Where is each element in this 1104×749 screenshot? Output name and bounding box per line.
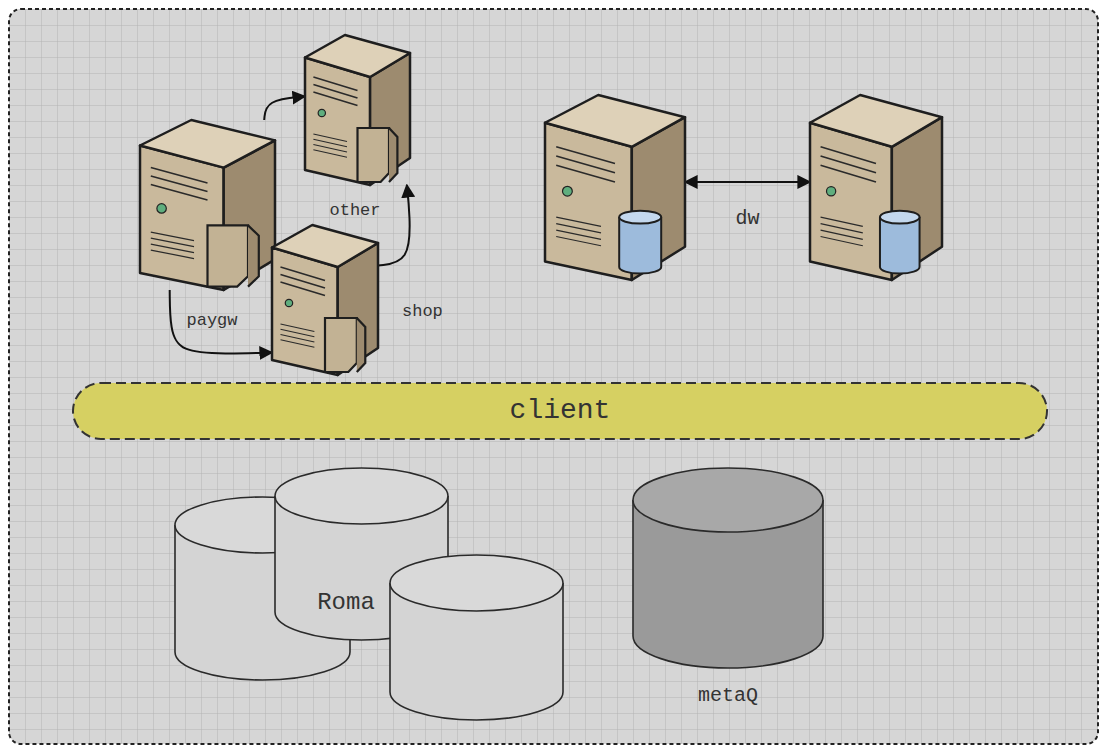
drive-slot xyxy=(280,275,325,289)
queue-top xyxy=(633,468,823,532)
drive-slot xyxy=(821,165,876,182)
power-led xyxy=(157,204,166,213)
server-face xyxy=(305,35,410,77)
band-shape xyxy=(73,383,1047,439)
drive-slot xyxy=(151,185,208,200)
drive-slot xyxy=(280,267,325,281)
connector-arrow xyxy=(170,290,272,353)
document-icon xyxy=(325,318,357,372)
db-server xyxy=(545,95,685,280)
cylinder-top xyxy=(275,468,448,524)
queue-cylinder-outline xyxy=(633,468,823,668)
vent-line xyxy=(556,237,601,246)
vent-line xyxy=(280,340,314,348)
disk-top xyxy=(880,211,920,224)
drive-slot xyxy=(280,282,325,296)
vent-line xyxy=(313,150,347,158)
app-server: shop xyxy=(272,225,378,375)
app-server-outline xyxy=(305,35,410,185)
power-led xyxy=(827,187,836,196)
document-icon xyxy=(358,128,390,182)
power-led xyxy=(318,109,325,116)
document-side xyxy=(248,225,259,286)
cylinder-top xyxy=(390,555,563,611)
vent-line xyxy=(151,250,194,258)
vent-line xyxy=(821,237,863,246)
server-face xyxy=(545,95,685,147)
dashed-frame xyxy=(9,9,1098,744)
app-server: other xyxy=(305,35,410,185)
node-label: Roma xyxy=(317,590,375,616)
drive-slot xyxy=(151,176,208,191)
disk-body xyxy=(880,217,920,273)
drive-slot xyxy=(821,147,876,164)
client-band: client xyxy=(72,382,1048,440)
node-label: shop xyxy=(402,303,443,322)
connector-arrow xyxy=(378,185,410,266)
server-face xyxy=(272,225,378,267)
connector-arrow xyxy=(685,181,810,183)
drive-slot xyxy=(313,85,357,99)
node-label: metaQ xyxy=(698,685,758,707)
db-server-outline xyxy=(810,95,942,280)
drive-slot xyxy=(313,92,357,106)
disk-body xyxy=(619,217,661,273)
power-led xyxy=(563,186,573,196)
storage-cluster: Roma xyxy=(175,468,565,720)
edge-label: dw xyxy=(735,208,759,230)
power-led xyxy=(285,299,292,306)
app-server: paygw xyxy=(140,120,275,290)
document-side xyxy=(357,318,365,372)
node-label: other xyxy=(329,202,380,221)
app-server-outline xyxy=(272,225,378,375)
disk-top xyxy=(619,211,661,224)
document-side xyxy=(389,128,397,182)
node-label: paygw xyxy=(186,312,237,331)
document-icon xyxy=(208,225,249,286)
drive-slot xyxy=(821,156,876,173)
db-server-outline xyxy=(545,95,685,280)
drive-slot xyxy=(313,77,357,91)
drive-slot xyxy=(556,147,615,164)
drive-slot xyxy=(556,156,615,173)
db-server xyxy=(810,95,942,280)
drive-slot xyxy=(151,168,208,183)
node-label: client xyxy=(510,396,611,427)
drive-slot xyxy=(556,165,615,182)
server-face xyxy=(140,120,275,168)
connector-arrow xyxy=(264,97,305,121)
server-face xyxy=(810,95,942,147)
queue-cylinder: metaQ xyxy=(633,468,823,668)
app-server-outline xyxy=(140,120,275,290)
